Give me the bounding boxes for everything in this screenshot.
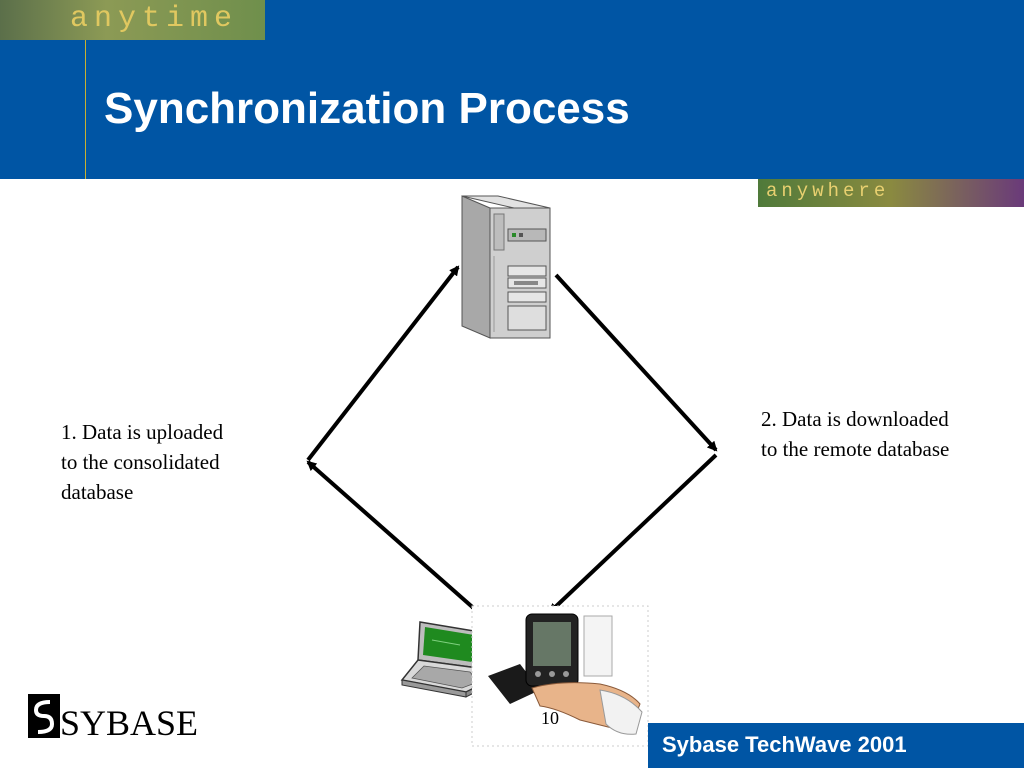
caption-upload: 1. Data is uploaded to the consolidated … bbox=[61, 417, 291, 507]
slide-title: Synchronization Process bbox=[104, 84, 630, 133]
sybase-wordmark: SYBASE bbox=[60, 703, 199, 743]
anytime-word: anytime bbox=[70, 2, 239, 36]
caption-upload-line-2: to the consolidated bbox=[61, 450, 220, 474]
header-divider bbox=[85, 40, 86, 179]
header-band: anytime Synchronization Process bbox=[0, 0, 1024, 179]
event-name: Sybase TechWave 2001 bbox=[662, 732, 907, 757]
handheld-pda-icon bbox=[471, 605, 649, 747]
caption-upload-line-1: 1. Data is uploaded bbox=[61, 420, 224, 444]
arrow-upload-to-server bbox=[306, 265, 460, 462]
anywhere-word: anywhere bbox=[766, 180, 890, 202]
caption-download-line-2: to the remote database bbox=[761, 437, 950, 461]
page-number: 10 bbox=[541, 708, 559, 728]
anytime-banner: anytime bbox=[0, 0, 265, 40]
caption-upload-line-3: database bbox=[61, 480, 134, 504]
arrow-right-to-remote bbox=[548, 453, 718, 614]
footer-bar: Sybase TechWave 2001 bbox=[648, 723, 1024, 768]
server-tower-icon bbox=[461, 195, 551, 339]
sybase-logo-icon bbox=[28, 694, 60, 738]
anywhere-banner: anywhere bbox=[758, 179, 1024, 207]
arrow-server-to-right bbox=[554, 273, 718, 452]
arrow-remote-to-left bbox=[306, 460, 480, 614]
caption-download-line-1: 2. Data is downloaded bbox=[761, 407, 949, 431]
caption-download: 2. Data is downloaded to the remote data… bbox=[761, 404, 1021, 464]
